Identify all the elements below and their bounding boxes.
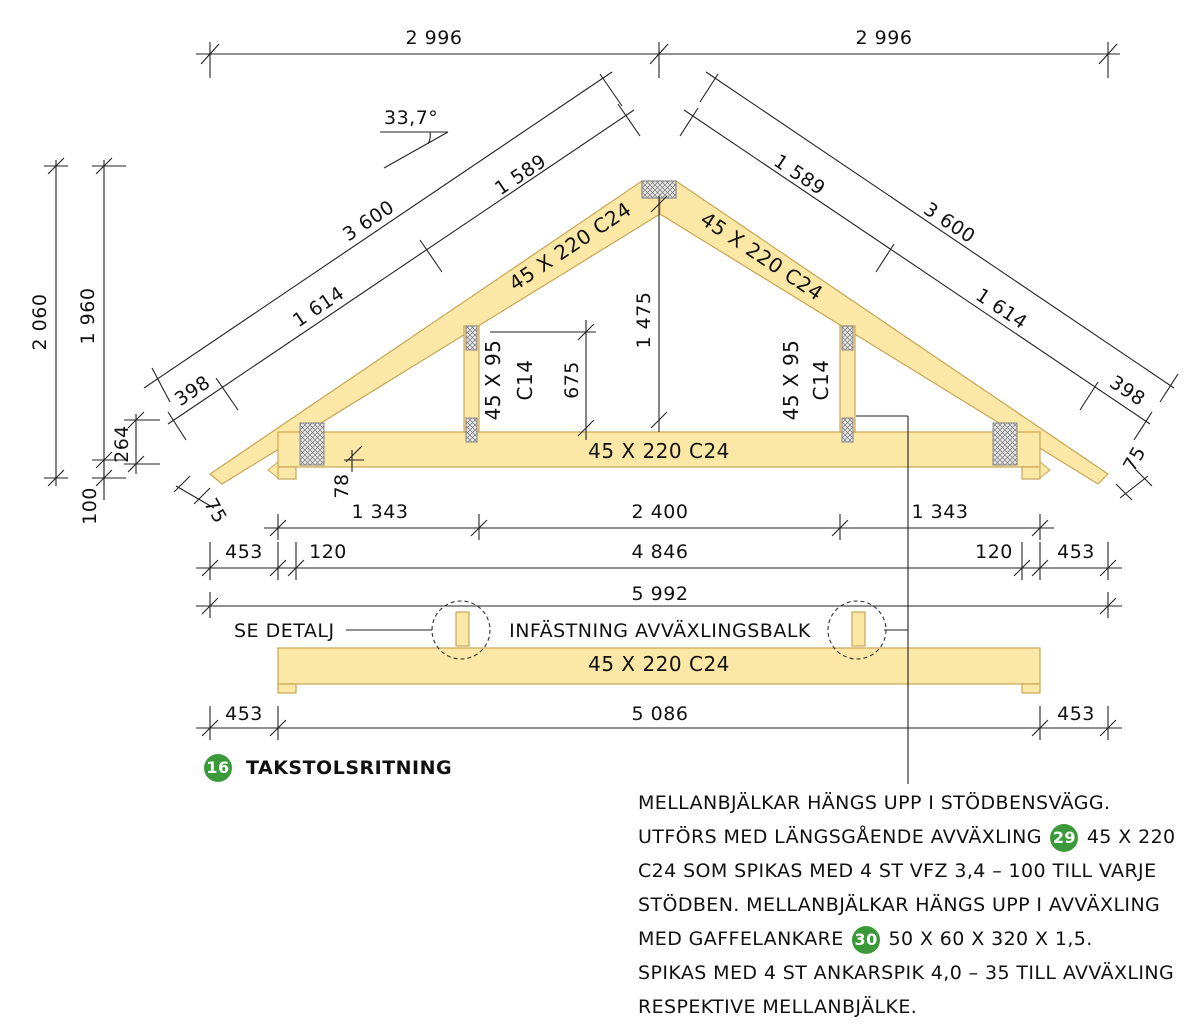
post-right-cap [841, 325, 854, 351]
purlin-right [992, 422, 1018, 466]
dim-rafter-left-upper: 1 589 [491, 150, 551, 200]
dim-beam-overhang-right: 453 [1057, 703, 1095, 725]
label-post-right-a: 45 X 95 [779, 340, 803, 421]
detail-post-left [455, 611, 470, 647]
dim-top-left: 2 996 [406, 27, 463, 49]
note-line-2-post: 45 X 220 [1086, 826, 1176, 848]
dim-rafter-right-upper: 1 589 [770, 150, 830, 200]
dim-span-left: 1 343 [352, 501, 409, 523]
drawing-title: 16 TAKSTOLSRITNING [202, 754, 452, 782]
trimmer-bearing-left [277, 683, 297, 694]
reference-badge-30: 30 [852, 925, 881, 954]
note-line-7: RESPEKTIVE MELLANBJÄLKE. [638, 996, 918, 1018]
trimmer-beam [277, 647, 1041, 685]
drawing-title-text: TAKSTOLSRITNING [246, 757, 453, 779]
post-left-cap [465, 325, 478, 351]
label-post-right-b: C14 [809, 360, 833, 401]
dim-height-100: 100 [79, 487, 101, 525]
instruction-note: MELLANBJÄLKAR HÄNGS UPP I STÖDBENSVÄGG. … [638, 786, 1198, 1024]
dim-overhang-right: 453 [1057, 541, 1095, 563]
label-rafter-right: 45 X 220 C24 [696, 207, 827, 306]
detail-circle-right [827, 600, 887, 660]
dim-height-inner: 1 960 [77, 288, 99, 345]
figure-number-badge: 16 [204, 754, 232, 782]
label-trimmer-beam: 45 X 220 C24 [588, 652, 730, 676]
note-line-1: MELLANBJÄLKAR HÄNGS UPP I STÖDBENSVÄGG. [638, 792, 1111, 814]
detail-circles [431, 600, 887, 660]
label-tie-beam: 45 X 220 C24 [588, 439, 730, 463]
bearing-left [277, 466, 297, 480]
dim-rafter-left-total: 3 600 [339, 196, 399, 246]
dim-span-mid: 2 400 [632, 501, 689, 523]
post-right-foot [841, 417, 854, 443]
dim-height-total: 2 060 [29, 294, 51, 351]
note-line-6: SPIKAS MED 4 ST ANKARSPIK 4,0 – 35 TILL … [638, 962, 1175, 984]
tail-left [267, 460, 279, 480]
dim-78: 78 [331, 473, 353, 498]
dimension-lines [44, 42, 1179, 784]
post-left-foot [465, 417, 478, 443]
hatched-blocks [299, 325, 1018, 466]
note-line-4: STÖDBEN. MELLANBJÄLKAR HÄNGS UPP I AVVÄX… [638, 894, 1161, 916]
dim-beam-length: 5 086 [632, 703, 689, 725]
dim-rafter-right-total: 3 600 [920, 198, 980, 248]
dim-rafter-right-lower: 1 614 [972, 284, 1032, 334]
ridge-block [641, 180, 677, 199]
dim-height-675: 675 [561, 361, 583, 399]
detail-circle-left [431, 600, 491, 660]
tail-details [267, 460, 1051, 480]
note-line-5-pre: MED GAFFELANKARE [638, 928, 844, 950]
note-line-2-pre: UTFÖRS MED LÄNGSGÅENDE AVVÄXLING [638, 826, 1042, 848]
dim-span-right: 1 343 [912, 501, 969, 523]
note-line-3: C24 SOM SPIKAS MED 4 ST VFZ 3,4 – 100 TI… [638, 860, 1157, 882]
dim-overhang-left: 453 [225, 541, 263, 563]
dim-beam-overhang-left: 453 [225, 703, 263, 725]
note-line-5-post: 50 X 60 X 320 X 1,5. [888, 928, 1093, 950]
pitch-label: 33,7° [384, 107, 438, 129]
dim-inner-span: 4 846 [632, 541, 689, 563]
tie-beam [277, 431, 1041, 468]
dim-rafter-left-lower: 1 614 [289, 282, 349, 332]
dim-75-left: 75 [199, 495, 231, 528]
reference-badge-29: 29 [1050, 823, 1079, 852]
label-se-detalj: SE DETALJ [234, 620, 335, 642]
label-infastning: INFÄSTNING AVVÄXLINGSBALK [509, 619, 811, 642]
dim-bearing-right: 120 [975, 541, 1013, 563]
dim-rafter-right-tail: 398 [1106, 371, 1150, 410]
label-post-left-a: 45 X 95 [481, 340, 505, 421]
bearing-right [1021, 466, 1041, 480]
detail-post-right [851, 611, 866, 647]
label-post-left-b: C14 [513, 360, 537, 401]
dim-bearing-left: 120 [309, 541, 347, 563]
dim-height-1475: 1 475 [633, 292, 655, 349]
tail-right [1039, 460, 1051, 480]
label-rafter-left: 45 X 220 C24 [504, 197, 635, 296]
purlin-left [299, 422, 325, 466]
dim-total-width: 5 992 [632, 583, 689, 605]
dim-top-right: 2 996 [856, 27, 913, 49]
dim-rafter-left-tail: 398 [171, 371, 215, 410]
trimmer-bearing-right [1021, 683, 1041, 694]
note-line-5: MED GAFFELANKARE 30 50 X 60 X 320 X 1,5. [638, 922, 1198, 956]
dim-height-264: 264 [111, 425, 133, 463]
detail-labels: SE DETALJ INFÄSTNING AVVÄXLINGSBALK [234, 619, 811, 642]
dim-75-right: 75 [1119, 443, 1151, 476]
note-line-2: UTFÖRS MED LÄNGSGÅENDE AVVÄXLING 29 45 X… [638, 820, 1198, 854]
